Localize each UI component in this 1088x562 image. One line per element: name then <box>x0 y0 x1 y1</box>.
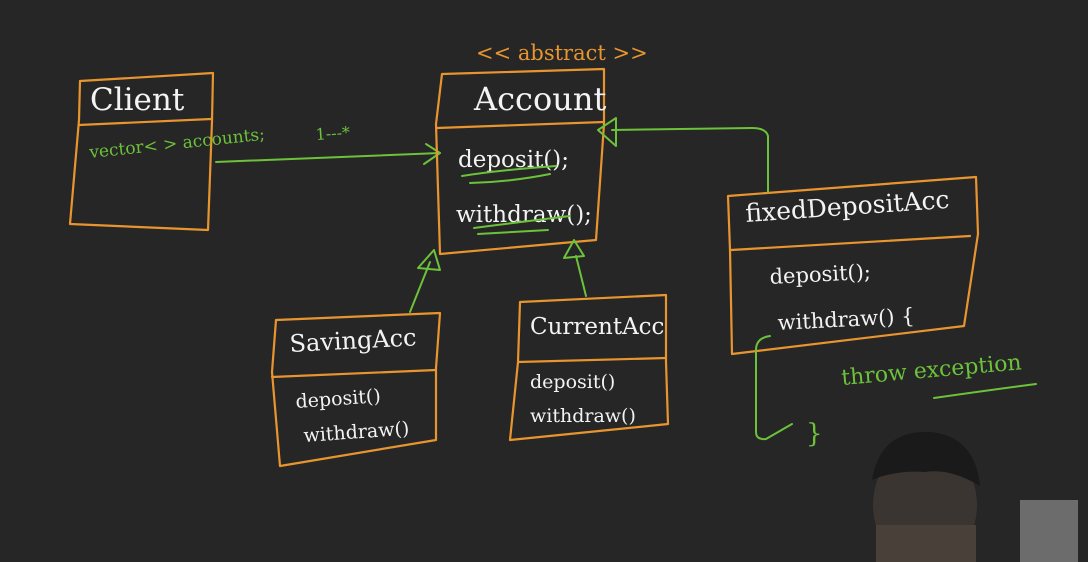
presenter-hair <box>872 431 980 486</box>
presenter-face <box>876 525 976 562</box>
association-arrow <box>215 152 441 163</box>
microphone-stand <box>1020 500 1078 562</box>
client-divider <box>77 117 213 127</box>
saving-method-deposit: deposit() <box>295 385 382 413</box>
client-class-name: Client <box>90 82 185 118</box>
current-method-withdraw: withdraw() <box>530 405 636 427</box>
account-method-withdraw: withdraw(); <box>456 202 592 228</box>
client-class-box <box>68 71 215 232</box>
client-class: Client vector< > accounts; <box>68 71 266 232</box>
withdraw-underline-2 <box>477 229 549 235</box>
method-body-bracket <box>755 335 793 441</box>
current-class: CurrentAcc deposit() withdraw() <box>508 293 670 442</box>
account-divider <box>435 120 606 130</box>
current-divider <box>516 356 668 364</box>
saving-inheritance-triangle <box>417 249 441 271</box>
current-method-deposit: deposit() <box>530 371 615 393</box>
closing-brace: } <box>806 419 823 449</box>
fixed-method-deposit: deposit(); <box>769 260 871 289</box>
throw-exception-note: throw exception <box>840 350 1022 391</box>
saving-class-box <box>270 311 442 468</box>
deposit-underline <box>461 165 557 177</box>
current-inheritance-line <box>575 255 587 297</box>
saving-divider <box>270 368 438 379</box>
saving-inheritance-line <box>409 261 431 313</box>
abstract-stereotype: << abstract >> <box>476 41 648 65</box>
presenter-photo <box>872 431 1078 562</box>
withdraw-underline <box>473 215 571 229</box>
fixed-inheritance-line <box>611 127 769 193</box>
account-class-name: Account <box>473 80 606 118</box>
saving-class-name: SavingAcc <box>289 323 417 358</box>
fixed-method-withdraw: withdraw() { <box>777 304 915 335</box>
current-inheritance-triangle <box>563 239 585 259</box>
fixed-class: fixedDepositAcc deposit(); withdraw() { <box>726 175 980 356</box>
deposit-underline-2 <box>469 173 551 184</box>
exception-underline <box>933 383 1037 399</box>
saving-method-withdraw: withdraw() <box>303 418 410 447</box>
fixed-inheritance-triangle <box>597 117 617 147</box>
current-class-name: CurrentAcc <box>530 314 664 340</box>
fixed-divider <box>729 234 972 252</box>
association-arrowhead <box>423 143 441 165</box>
account-class: Account deposit(); withdraw(); <box>434 67 606 256</box>
saving-class: SavingAcc deposit() withdraw() <box>270 311 442 468</box>
client-accounts-field: vector< > accounts; <box>87 125 265 163</box>
multiplicity-label: 1---* <box>315 123 351 144</box>
account-class-box <box>434 67 606 256</box>
